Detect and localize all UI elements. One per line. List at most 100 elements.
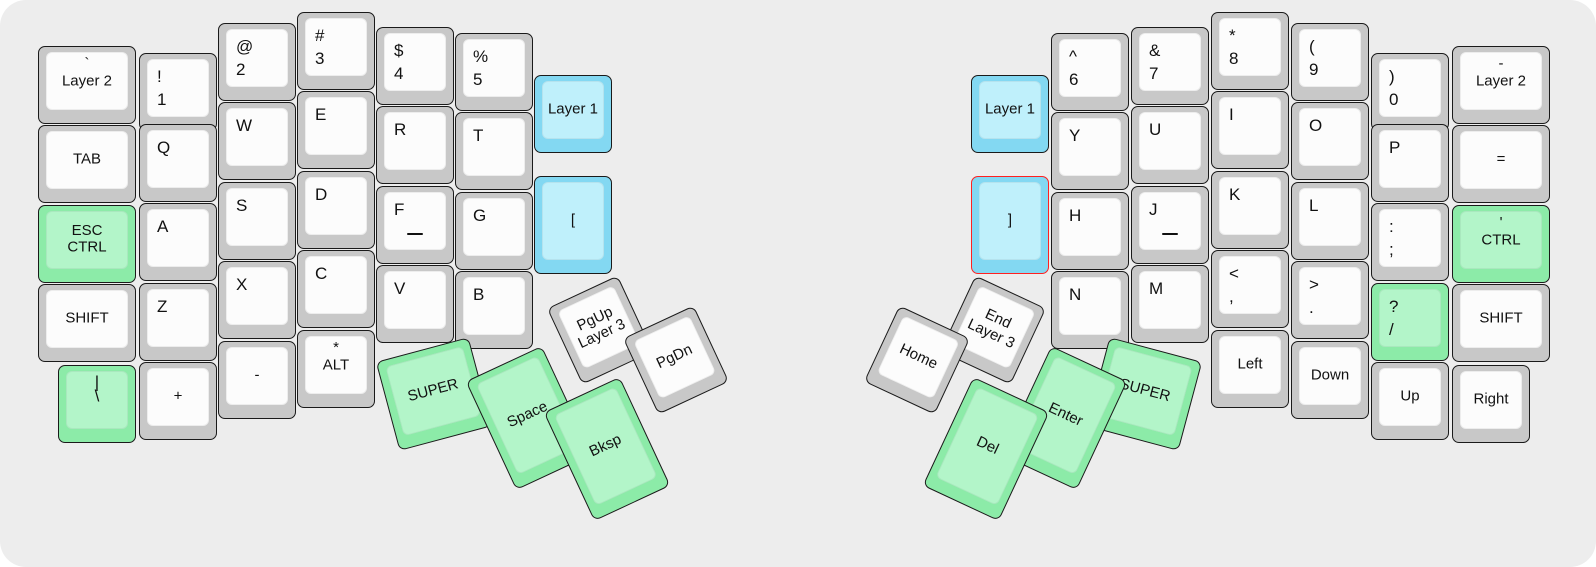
key-r-c3-r4[interactable]: Left — [1211, 330, 1289, 408]
key-legend-bottom: 9 — [1309, 59, 1319, 79]
key-l-c4-r2[interactable]: F — [376, 186, 454, 264]
key-legend-main: Layer 1 — [984, 100, 1036, 118]
key-l-c2-r1[interactable]: W — [218, 102, 296, 180]
key-face: :; — [1379, 209, 1441, 267]
key-l-c2-r2[interactable]: S — [218, 182, 296, 260]
key-l-c3-r1[interactable]: E — [297, 91, 375, 169]
key-legend-top: S — [236, 196, 248, 215]
key-l-c3-r3[interactable]: C — [297, 250, 375, 328]
key-r-c1-r1[interactable]: Y — [1051, 112, 1129, 190]
key-l-c2-r4[interactable]: - — [218, 341, 296, 419]
key-r-c6-r4[interactable]: Right — [1452, 365, 1530, 443]
key-r-c5-r3[interactable]: ?/ — [1371, 283, 1449, 361]
key-r-c4-r2[interactable]: L — [1291, 182, 1369, 260]
key-legend-main: ESC — [71, 222, 103, 240]
key-r-c6-r0[interactable]: -Layer 2 — [1452, 46, 1550, 124]
key-l-c0-r3[interactable]: SHIFT — [38, 284, 136, 362]
key-r-c5-r2[interactable]: :; — [1371, 203, 1449, 281]
key-l-c5-r1[interactable]: T — [455, 112, 533, 190]
key-r-c6-r2[interactable]: 'CTRL — [1452, 205, 1550, 283]
key-l-c0-r0[interactable]: `Layer 2 — [38, 46, 136, 124]
key-r-c3-r3[interactable]: <, — [1211, 250, 1289, 328]
key-face: *ALT — [305, 336, 367, 394]
key-l-c1-r0[interactable]: !1 — [139, 53, 217, 131]
key-legend-bottom: 7 — [1149, 63, 1159, 83]
key-r-c4-r3[interactable]: >. — [1291, 261, 1369, 339]
key-l-c1-r1[interactable]: Q — [139, 124, 217, 202]
key-face: Y — [1059, 118, 1121, 176]
key-l-c6-r0[interactable]: Layer 1 — [534, 75, 612, 153]
key-face: %5 — [463, 39, 525, 97]
key-l-c3-r0[interactable]: #3 — [297, 12, 375, 90]
key-face: I — [1219, 97, 1281, 155]
key-face: B — [463, 277, 525, 335]
key-face: #3 — [305, 18, 367, 76]
key-r-c2-r0[interactable]: &7 — [1131, 27, 1209, 105]
key-l-c5-r2[interactable]: G — [455, 192, 533, 270]
key-r-c5-r4[interactable]: Up — [1371, 362, 1449, 440]
key-r-c2-r3[interactable]: M — [1131, 265, 1209, 343]
key-r-c1-r3[interactable]: N — [1051, 271, 1129, 349]
key-face: Right — [1460, 371, 1522, 429]
key-legend-top: | — [94, 372, 100, 392]
key-legend-main: = — [1496, 150, 1506, 168]
key-l-c1-r4[interactable]: + — [139, 362, 217, 440]
key-legend-main: Layer 2 — [1475, 72, 1527, 90]
key-l-c6-r1[interactable]: [ — [534, 176, 612, 274]
key-legend-top: * — [1229, 26, 1236, 45]
key-l-c1-r2[interactable]: A — [139, 203, 217, 281]
key-l-c4-r1[interactable]: R — [376, 106, 454, 184]
key-r-c2-r1[interactable]: U — [1131, 106, 1209, 184]
key-l-c5-r0[interactable]: %5 — [455, 33, 533, 111]
key-legend-main: SHIFT — [65, 309, 109, 327]
key-face: Del — [935, 386, 1040, 506]
key-legend-top: # — [315, 26, 325, 45]
key-r-c3-r2[interactable]: K — [1211, 171, 1289, 249]
key-legend-top: A — [157, 217, 169, 236]
key-r-c3-r1[interactable]: I — [1211, 91, 1289, 169]
key-r-c2-r2[interactable]: J — [1131, 186, 1209, 264]
key-l-c3-r2[interactable]: D — [297, 171, 375, 249]
key-legend-top: ) — [1389, 67, 1395, 86]
key-legend-main: Layer 2 — [61, 72, 113, 90]
key-r-c0-r1[interactable]: ] — [971, 176, 1049, 274]
key-l-c0-r4[interactable]: |\ — [58, 365, 136, 443]
key-l-c5-r3[interactable]: B — [455, 271, 533, 349]
key-face: W — [226, 108, 288, 166]
key-l-c3-r4[interactable]: *ALT — [297, 330, 375, 408]
key-r-c4-r0[interactable]: (9 — [1291, 23, 1369, 101]
key-face: Home — [876, 315, 960, 400]
key-r-c5-r1[interactable]: P — [1371, 124, 1449, 202]
key-l-c2-r0[interactable]: @2 — [218, 23, 296, 101]
key-r-c6-r3[interactable]: SHIFT — [1452, 284, 1550, 362]
homing-bump-indicator — [407, 233, 423, 235]
key-legend-main: Layer 1 — [547, 100, 599, 118]
key-legend-top: O — [1309, 116, 1323, 135]
key-legend-bottom: 2 — [236, 59, 246, 79]
key-face: `Layer 2 — [46, 52, 128, 110]
key-face: 'CTRL — [1460, 211, 1542, 269]
key-l-c4-r0[interactable]: $4 — [376, 27, 454, 105]
key-r-c4-r4[interactable]: Down — [1291, 341, 1369, 419]
key-r-c0-r0[interactable]: Layer 1 — [971, 75, 1049, 153]
key-legend-top: T — [473, 126, 484, 145]
key-r-c3-r0[interactable]: *8 — [1211, 12, 1289, 90]
key-l-c0-r1[interactable]: TAB — [38, 125, 136, 203]
key-face: Up — [1379, 368, 1441, 426]
key-face: <, — [1219, 256, 1281, 314]
key-face: SHIFT — [46, 290, 128, 348]
key-r-c1-r0[interactable]: ^6 — [1051, 33, 1129, 111]
key-l-c2-r3[interactable]: X — [218, 261, 296, 339]
key-legend-top: H — [1069, 206, 1082, 225]
key-r-c5-r0[interactable]: )0 — [1371, 53, 1449, 131]
key-face: E — [305, 97, 367, 155]
key-face: !1 — [147, 59, 209, 117]
key-r-c1-r2[interactable]: H — [1051, 192, 1129, 270]
key-face: -Layer 2 — [1460, 52, 1542, 110]
key-face: S — [226, 188, 288, 246]
key-r-c4-r1[interactable]: O — [1291, 102, 1369, 180]
key-l-c1-r3[interactable]: Z — [139, 283, 217, 361]
key-l-c4-r3[interactable]: V — [376, 265, 454, 343]
key-r-c6-r1[interactable]: = — [1452, 125, 1550, 203]
